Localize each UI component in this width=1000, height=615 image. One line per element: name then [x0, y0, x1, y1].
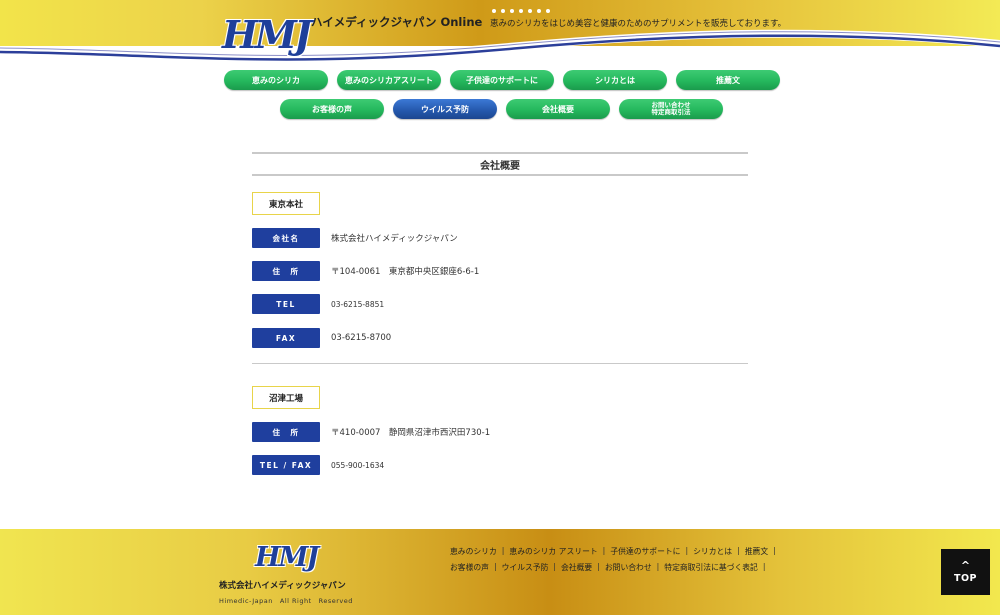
footer-link-children-support[interactable]: 子供達のサポートに	[610, 547, 681, 556]
tel-fax-label: TEL / FAX	[252, 455, 320, 475]
main-nav-row-2: お客様の声 ウイルス予防 会社概要 お問い合わせ 特定商取引法	[280, 99, 723, 119]
decorative-dots	[492, 9, 550, 13]
nav-about-silica[interactable]: シリカとは	[563, 70, 667, 90]
nav-recommendation[interactable]: 推薦文	[676, 70, 780, 90]
main-nav-row-1: 恵みのシリカ 恵みのシリカアスリート 子供達のサポートに シリカとは 推薦文	[224, 70, 780, 90]
back-to-top-label: TOP	[953, 572, 978, 584]
nav-customer-voices[interactable]: お客様の声	[280, 99, 384, 119]
site-logo[interactable]: HMJ	[222, 12, 312, 57]
footer-link-about-silica[interactable]: シリカとは	[693, 547, 733, 556]
back-to-top-button[interactable]: ^ TOP	[941, 549, 990, 595]
nav-megumi-silica[interactable]: 恵みのシリカ	[224, 70, 328, 90]
footer-company-name: 株式会社ハイメディックジャパン	[219, 581, 346, 591]
footer-link-recommendation[interactable]: 推薦文	[744, 547, 769, 556]
footer-separator: |	[493, 562, 497, 571]
site-footer: HMJ 株式会社ハイメディックジャパン Himedic-Japan All Ri…	[0, 529, 1000, 615]
header-wave-decoration	[0, 29, 1000, 62]
footer-logo[interactable]: HMJ	[255, 542, 319, 573]
info-row-numazu-tel-fax: TEL / FAX 055-900-1634	[252, 455, 384, 475]
nav-virus-prevention[interactable]: ウイルス予防	[393, 99, 497, 119]
site-title[interactable]: ハイメディックジャパン Online	[311, 15, 483, 29]
nav-megumi-silica-athlete[interactable]: 恵みのシリカアスリート	[337, 70, 441, 90]
tokyo-address-label: 住 所	[252, 261, 320, 281]
footer-links-line-1: 恵みのシリカ | 恵みのシリカ アスリート | 子供達のサポートに | シリカと…	[450, 546, 850, 557]
info-row-fax: FAX 03-6215-8700	[252, 328, 391, 348]
page-title: 会社概要	[252, 152, 748, 176]
info-row-tokyo-address: 住 所 〒104-0061 東京都中央区銀座6-6-1	[252, 261, 479, 281]
footer-separator: |	[685, 546, 689, 555]
header-gold-band	[0, 0, 1000, 46]
footer-separator: |	[602, 546, 606, 555]
info-row-company-name: 会社名 株式会社ハイメディックジャパン	[252, 228, 458, 248]
nav-contact-label: お問い合わせ	[651, 101, 691, 109]
section-divider	[252, 363, 748, 364]
company-name-label: 会社名	[252, 228, 320, 248]
footer-separator: |	[737, 546, 740, 555]
site-tagline: 恵みのシリカをはじめ美容と健康のためのサプリメントを販売しております。	[490, 19, 787, 29]
tokyo-address-value: 〒104-0061 東京都中央区銀座6-6-1	[331, 267, 480, 277]
tel-fax-value: 055-900-1634	[331, 460, 385, 470]
footer-link-commercial-law[interactable]: 特定商取引法に基づく表記	[664, 563, 758, 572]
footer-separator: |	[656, 562, 660, 571]
footer-link-customer-voices[interactable]: お客様の声	[450, 563, 489, 572]
site-header: HMJ ハイメディックジャパン Online 恵みのシリカをはじめ美容と健康のた…	[0, 0, 1000, 70]
chevron-up-icon: ^	[960, 558, 971, 572]
footer-link-company-overview[interactable]: 会社概要	[561, 563, 593, 572]
footer-separator: |	[762, 562, 766, 571]
nav-children-support[interactable]: 子供達のサポートに	[450, 70, 554, 90]
footer-separator: |	[553, 562, 557, 571]
fax-value: 03-6215-8700	[331, 333, 392, 343]
fax-label: FAX	[252, 328, 320, 348]
tokyo-office-heading: 東京本社	[252, 192, 320, 215]
footer-copyright: Himedic-Japan All Right Reserved	[219, 597, 353, 605]
company-name-value: 株式会社ハイメディックジャパン	[331, 234, 458, 244]
footer-link-megumi-silica[interactable]: 恵みのシリカ	[450, 547, 497, 556]
tel-value: 03-6215-8851	[331, 299, 385, 309]
footer-links-line-2: お客様の声 | ウイルス予防 | 会社概要 | お問い合わせ | 特定商取引法に…	[450, 562, 850, 573]
tel-label: TEL	[252, 294, 320, 314]
nav-contact-commercial-law[interactable]: お問い合わせ 特定商取引法	[619, 99, 723, 119]
numazu-address-value: 〒410-0007 静岡県沼津市西沢田730-1	[331, 428, 491, 438]
nav-company-overview[interactable]: 会社概要	[506, 99, 610, 119]
footer-links: 恵みのシリカ | 恵みのシリカ アスリート | 子供達のサポートに | シリカと…	[450, 546, 850, 578]
footer-link-virus-prevention[interactable]: ウイルス予防	[501, 563, 549, 572]
numazu-factory-heading: 沼津工場	[252, 386, 320, 409]
footer-separator: |	[501, 546, 505, 555]
info-row-tel: TEL 03-6215-8851	[252, 294, 384, 314]
numazu-address-label: 住 所	[252, 422, 320, 442]
footer-separator: |	[597, 562, 600, 571]
company-overview-content: 会社概要 東京本社 会社名 株式会社ハイメディックジャパン 住 所 〒104-0…	[252, 152, 748, 475]
info-row-numazu-address: 住 所 〒410-0007 静岡県沼津市西沢田730-1	[252, 422, 490, 442]
footer-link-contact[interactable]: お問い合わせ	[604, 563, 652, 572]
nav-commercial-law-label: 特定商取引法	[651, 108, 691, 116]
footer-link-megumi-silica-athlete[interactable]: 恵みのシリカ アスリート	[509, 547, 598, 556]
footer-separator: |	[773, 546, 776, 555]
